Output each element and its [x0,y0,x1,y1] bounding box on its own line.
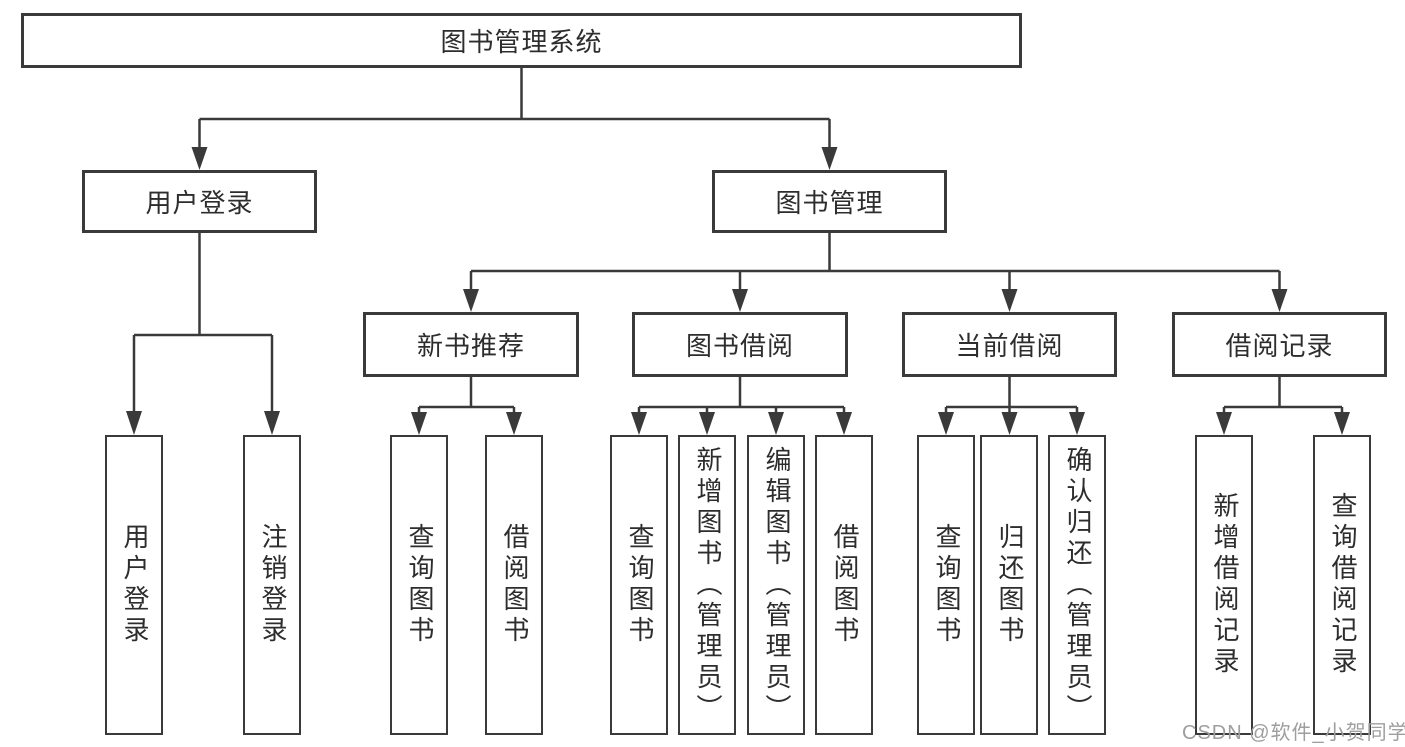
leaf-recommend-query-books: 查询图书 [390,435,448,735]
connector-borrow-to-leaves [631,377,852,435]
node-book-management: 图书管理 [712,170,947,233]
leaf-current-return-books: 归还图书 [980,435,1038,735]
connector-recommend-to-leaves [411,377,522,435]
node-library-management-system: 图书管理系统 [21,13,1022,68]
leaf-user-login: 用户登录 [105,435,163,735]
node-borrowing-records: 借阅记录 [1172,312,1387,377]
leaf-recommend-borrow-books: 借阅图书 [485,435,543,735]
leaf-current-query-books: 查询图书 [917,435,975,735]
connector-current-to-leaves [938,377,1085,435]
leaf-borrow-borrow-books: 借阅图书 [815,435,873,735]
leaf-borrow-edit-books-admin: 编辑图书（管理员） [747,435,805,735]
leaf-current-confirm-return-admin: 确认归还（管理员） [1048,435,1106,735]
node-current-borrowing: 当前借阅 [902,312,1117,377]
node-new-book-recommend: 新书推荐 [363,312,579,377]
leaf-records-add-record: 新增借阅记录 [1195,435,1253,735]
leaf-borrow-query-books: 查询图书 [610,435,668,735]
leaf-records-query-record: 查询借阅记录 [1313,435,1371,735]
connector-records-to-leaves [1216,377,1350,435]
leaf-logout: 注销登录 [243,435,301,735]
connector-login-to-leaves [126,233,280,435]
node-book-borrowing: 图书借阅 [632,312,848,377]
connector-root-to-level2 [191,68,838,170]
watermark: CSDN @软件_小贺同学 [1182,722,1405,744]
leaf-borrow-add-books-admin: 新增图书（管理员） [678,435,736,735]
node-user-login: 用户登录 [82,170,317,233]
connector-management-to-level3 [463,233,1288,312]
